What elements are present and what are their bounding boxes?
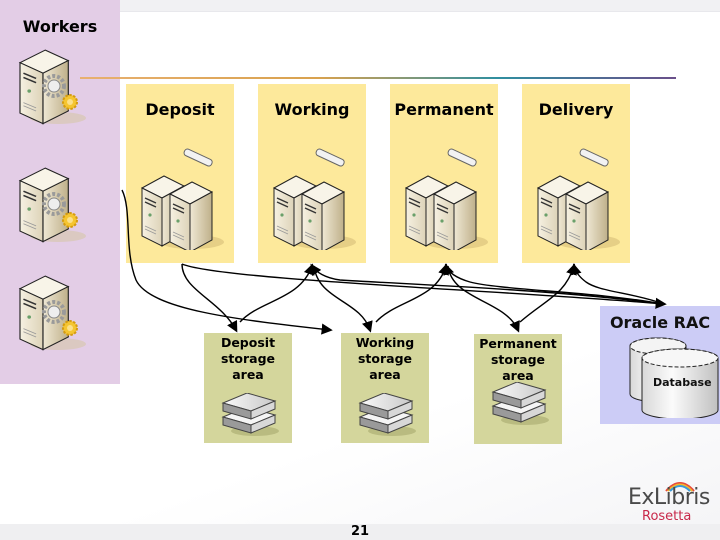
storage-label: Deposit storage area (220, 335, 276, 382)
server-cluster-icon (537, 148, 620, 250)
arrow-deposit-to-deposit-storage (181, 263, 238, 333)
app-box-working: Working (258, 84, 366, 263)
worker-server-icon (19, 275, 86, 351)
server-cluster-icon (405, 148, 488, 250)
storage-box-permanent: Permanent storage area (474, 334, 562, 444)
storage-array-icon (358, 393, 416, 436)
app-box-delivery: Delivery (522, 84, 630, 263)
app-box-deposit: Deposit (126, 84, 234, 263)
server-cluster-icon (273, 148, 356, 250)
page-number: 21 (350, 524, 370, 539)
bottom-band (0, 524, 720, 540)
server-cluster-icon (141, 148, 224, 250)
arrow-db-to-working (310, 263, 663, 305)
arrow-deposit-storage-to-working (239, 263, 315, 323)
logo-rainbow-arc-icon (665, 482, 695, 492)
oracle-rac-box: Oracle RAC Database (600, 306, 720, 424)
logo-brand: ExLibris (628, 485, 710, 510)
arrow-db-to-permanent (443, 263, 663, 305)
storage-array-icon (221, 393, 279, 436)
header-divider (80, 77, 676, 79)
database-cylinder-icon (629, 337, 719, 418)
app-box-label: Deposit (145, 100, 215, 119)
top-band (0, 0, 720, 12)
app-box-label: Working (274, 100, 350, 119)
storage-label: Working storage area (355, 335, 415, 382)
storage-box-working: Working storage area (341, 333, 429, 443)
storage-box-deposit: Deposit storage area (204, 333, 292, 443)
database-label: Database (653, 376, 712, 389)
app-box-label: Delivery (538, 100, 614, 119)
storage-label: Permanent storage area (479, 336, 557, 383)
arrow-db-to-delivery (570, 263, 665, 305)
arrow-workers-to-working-storage (121, 189, 333, 335)
worker-server-icon (19, 167, 86, 243)
worker-server-icon (19, 49, 86, 125)
arrow-permanent-to-permanent-storage (447, 265, 520, 333)
arrow-deposit-to-db (181, 263, 667, 309)
app-box-permanent: Permanent (390, 84, 498, 263)
app-box-label: Permanent (394, 100, 494, 119)
exlibris-logo: ExLibris Rosetta (622, 476, 712, 524)
logo-product: Rosetta (642, 509, 692, 524)
workers-title: Workers (22, 17, 98, 36)
arrow-working-storage-to-permanent (375, 263, 449, 323)
oracle-title: Oracle RAC (609, 313, 711, 332)
storage-array-icon (491, 382, 549, 425)
